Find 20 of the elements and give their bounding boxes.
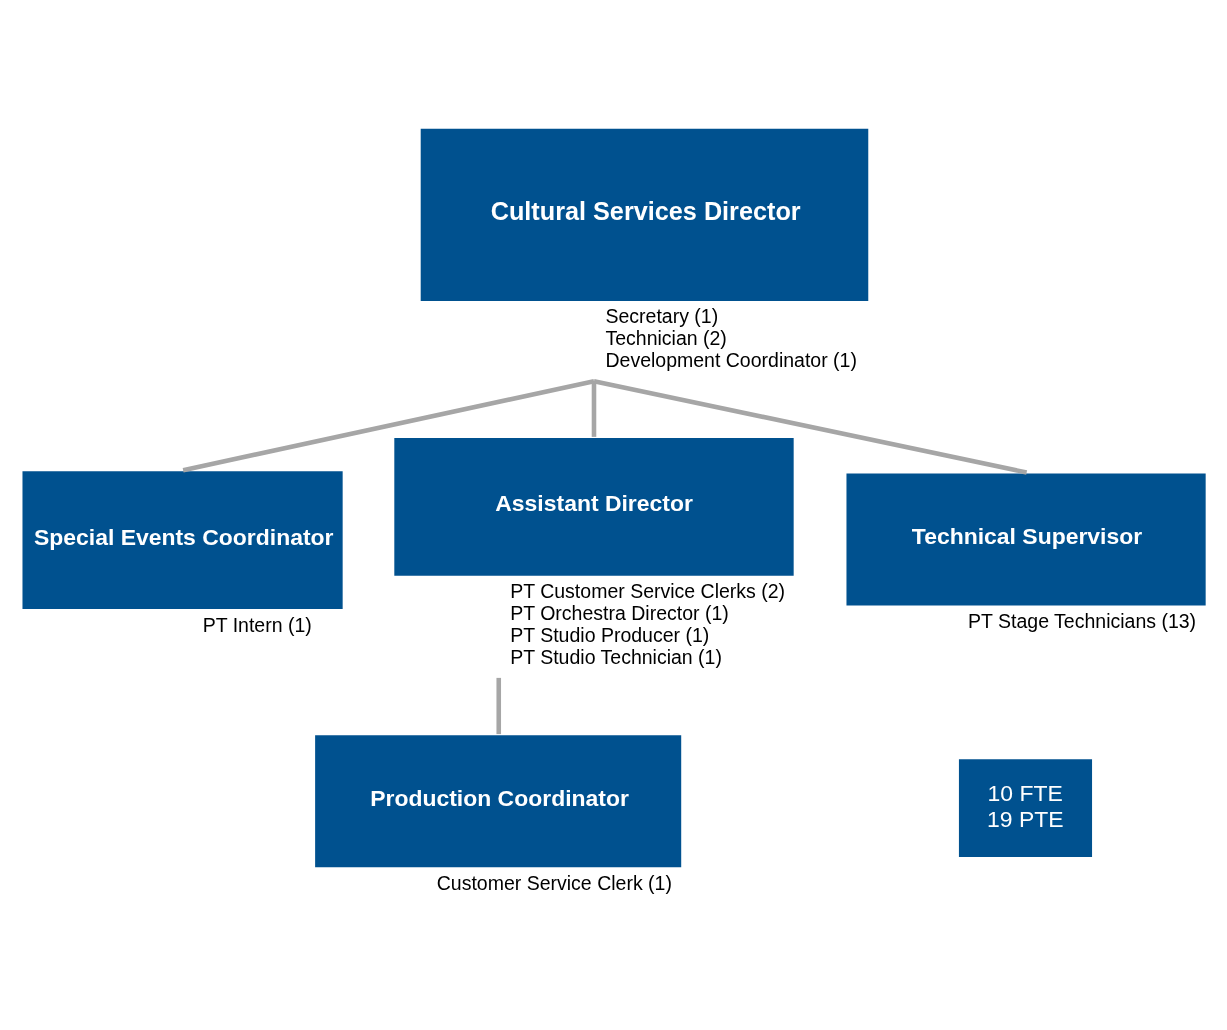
node-box: 10 FTE 19 PTE [958,758,1093,857]
node-label: PT Studio Technician (1) [510,645,722,668]
node-label: Development Coordinator (1) [605,348,857,371]
node-label: PT Orchestra Director (1) [510,601,729,624]
connector [593,378,1028,475]
node-label: Technician (2) [605,326,727,349]
node-label: PT Customer Service Clerks (2) [510,579,786,602]
node-label: Secretary (1) [605,304,719,327]
node-label: PT Intern (1) [202,613,312,636]
node-box: Assistant Director [394,437,794,576]
node-box: Cultural Services Director [420,128,869,301]
node-label: Customer Service Clerk (1) [436,871,672,894]
node-label: PT Studio Producer (1) [510,623,710,646]
connector [182,378,595,472]
node-box: Production Coordinator [315,734,682,867]
node-label: PT Stage Technicians (13) [968,609,1197,632]
node-box: Special Events Coordinator [22,470,343,609]
node-box: Technical Supervisor [846,473,1206,606]
connector [591,380,597,437]
connector [496,677,502,734]
